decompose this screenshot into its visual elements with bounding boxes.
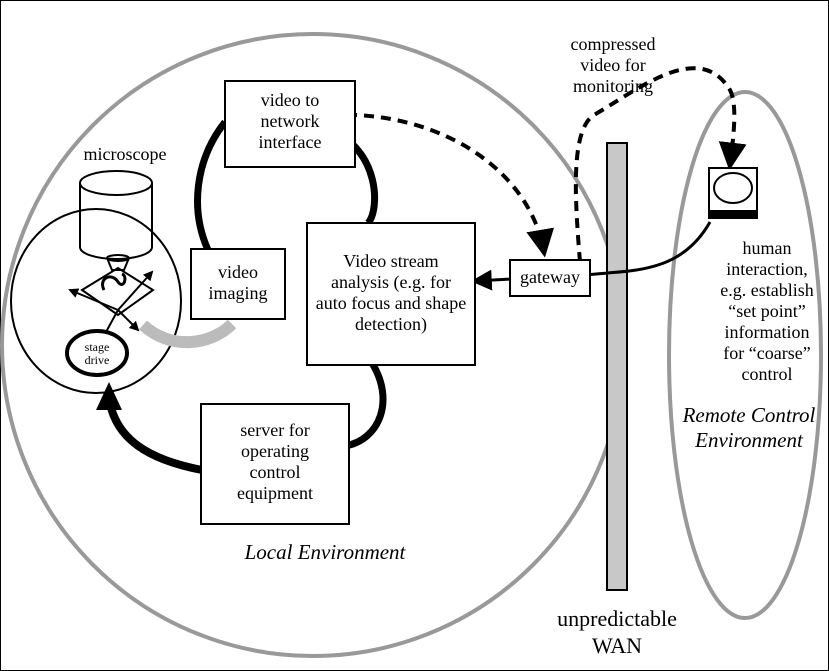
dashed-to-monitor [573,66,747,263]
gateway-label: gateway [520,266,580,287]
loop-bottom [344,361,387,450]
video-stream-box [306,222,476,366]
video-network-box [224,80,356,168]
compressed-video-label: compressed video for monitoring [570,34,656,96]
stage-drive-oval [65,329,129,377]
microscope-label: microscope [83,144,167,164]
remote-environment-ellipse [667,90,823,620]
local-environment-label: Local Environment [244,540,406,564]
video-imaging-label: video imaging [208,262,268,303]
monitor-icon [708,167,758,219]
grey-cable [138,319,237,349]
server-label: server for operating control equipment [237,420,313,503]
loop-left [194,119,228,252]
microscope-icon [79,170,153,271]
gateway-to-monitor-line [584,221,712,277]
microscope-inner-circle [10,208,182,394]
stage-drive-label: stage drive [84,340,110,367]
stage-arrow-head [96,382,122,410]
video-imaging-box [190,248,286,320]
wan-bar [606,142,628,591]
video-network-label: video to network interface [258,89,322,152]
gateway-to-analysis-arrow [470,269,513,291]
remote-environment-label: Remote Control Environment [682,403,816,452]
video-stream-label: Video stream analysis (e.g. for auto foc… [315,251,467,334]
server-to-stage-arrow [105,397,203,474]
specimen-diamond [80,266,155,317]
gateway-box [509,259,591,297]
dashed-to-gateway [329,112,555,258]
server-box [200,403,350,525]
specimen-squiggle [101,272,127,291]
wan-label: unpredictable WAN [557,606,677,658]
human-interaction-label: human interaction, e.g. establish “set p… [720,238,814,384]
